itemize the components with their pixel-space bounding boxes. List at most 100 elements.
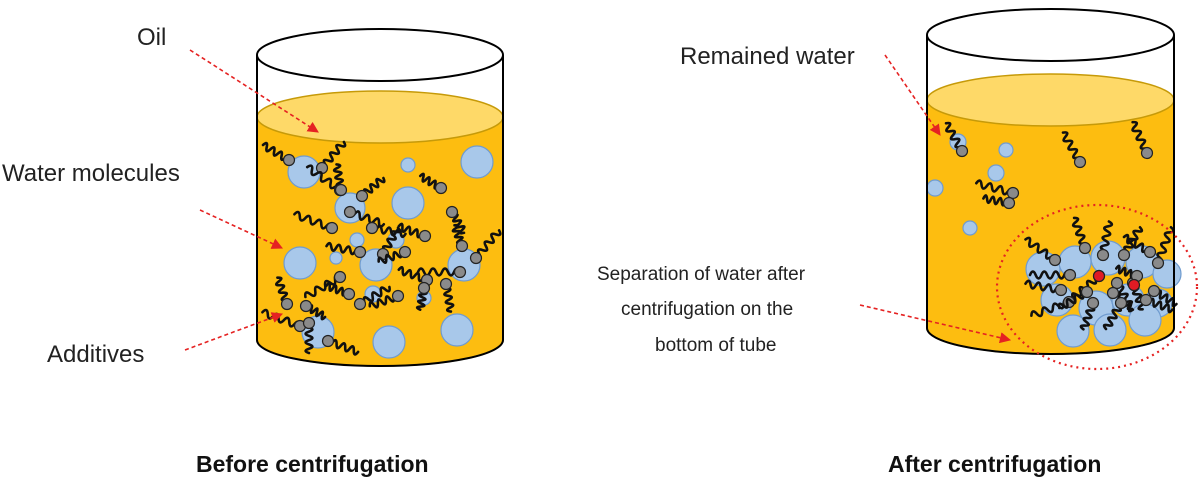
additive-molecule — [1071, 216, 1092, 255]
water-droplet — [400, 157, 416, 173]
additive-molecule — [397, 222, 432, 243]
additive-molecule — [1028, 268, 1077, 282]
additive-molecule — [445, 205, 466, 235]
additive-molecule — [355, 176, 386, 203]
additive-molecule — [944, 121, 969, 158]
additive-molecule — [377, 245, 412, 264]
additive-head — [1063, 268, 1077, 282]
additive-molecule — [1117, 226, 1144, 262]
additive-head — [1117, 248, 1131, 262]
label-separation-line-2: centrifugation on the — [621, 299, 793, 320]
additive-head — [1002, 196, 1016, 210]
additive-molecule — [416, 265, 467, 279]
label-separation-line-3: bottom of tube — [655, 335, 776, 356]
additive-head — [1143, 245, 1157, 259]
additive-head — [280, 297, 294, 311]
pointer-arrows — [184, 49, 1012, 351]
additive-head — [333, 270, 347, 284]
additive-molecule — [982, 194, 1016, 210]
additive-tail — [303, 274, 342, 299]
separation-arrow — [859, 304, 1012, 344]
additive-head — [1114, 296, 1128, 310]
water-droplet — [460, 145, 494, 179]
water-droplet — [329, 251, 343, 265]
caption-before: Before centrifugation — [196, 451, 429, 477]
additive-molecule — [1122, 233, 1157, 259]
additive-head — [391, 289, 405, 303]
additive-tail — [305, 164, 342, 192]
additive-head — [342, 287, 356, 301]
additive-head — [1078, 241, 1092, 255]
water-droplet — [283, 246, 317, 280]
oil-arrow — [189, 49, 319, 133]
additive-head — [1086, 296, 1100, 310]
additive-head — [1080, 285, 1094, 299]
after-glass-outline — [926, 35, 1175, 355]
label-separation-line-1: Separation of water after — [597, 264, 806, 285]
additive-molecule — [1024, 236, 1062, 267]
additive-head — [417, 281, 431, 295]
additive-molecule — [1096, 220, 1114, 262]
additive-tail — [416, 267, 462, 277]
label-water-molecules: Water molecules — [2, 160, 180, 187]
water-droplet — [1056, 314, 1090, 348]
water-droplet — [987, 164, 1005, 182]
additive-head — [955, 144, 969, 158]
additive-head — [1127, 278, 1141, 292]
water-droplet — [391, 186, 425, 220]
additive-molecule — [325, 281, 356, 301]
additive-head — [302, 316, 316, 330]
additive-head — [469, 251, 483, 265]
additive-molecule — [415, 281, 431, 311]
additive-head — [343, 205, 357, 219]
additive-molecule — [469, 229, 502, 265]
additive-head — [1048, 253, 1062, 267]
additive-head — [1073, 155, 1087, 169]
additive-head — [398, 245, 412, 259]
before-oil-surface — [256, 90, 504, 144]
additive-head — [418, 229, 432, 243]
additive-head — [1140, 146, 1154, 160]
additive-head — [1147, 284, 1161, 298]
label-remained-water: Remained water — [680, 43, 855, 70]
additive-head — [1151, 256, 1165, 270]
additive-molecule — [368, 289, 405, 309]
additive-molecule — [302, 316, 316, 355]
additive-head — [1092, 269, 1106, 283]
after-water-droplets — [926, 133, 1182, 348]
additive-molecule — [1024, 279, 1068, 297]
additive-molecule — [315, 140, 347, 175]
additive-molecule — [1131, 120, 1154, 160]
beaker-before — [256, 28, 504, 367]
additive-head — [353, 245, 367, 259]
additive-head — [299, 299, 313, 313]
additive-head — [355, 189, 369, 203]
additive-head — [434, 181, 448, 195]
beaker-after — [926, 8, 1199, 371]
water-droplet — [926, 179, 944, 197]
additive-head — [353, 297, 367, 311]
additive-molecule — [325, 241, 367, 259]
additive-molecule — [1057, 285, 1094, 310]
water-droplet — [1093, 313, 1127, 347]
additive-molecule — [275, 276, 294, 311]
additive-head — [1006, 186, 1020, 200]
additive-head — [453, 265, 467, 279]
additive-molecule — [1061, 131, 1087, 169]
additive-molecule — [1092, 269, 1106, 283]
additive-tail — [1028, 270, 1072, 280]
additive-head — [325, 221, 339, 235]
additive-molecule — [1151, 226, 1175, 270]
additive-head — [1106, 286, 1120, 300]
label-oil: Oil — [137, 24, 166, 51]
additive-head — [1096, 248, 1110, 262]
additive-molecule — [343, 205, 386, 228]
additive-molecule — [353, 285, 391, 311]
additive-head — [1110, 276, 1124, 290]
additive-tail — [293, 210, 334, 230]
additive-molecule — [1102, 296, 1128, 331]
caption-after: After centrifugation — [888, 451, 1101, 477]
water-molecules-arrow — [199, 209, 284, 249]
